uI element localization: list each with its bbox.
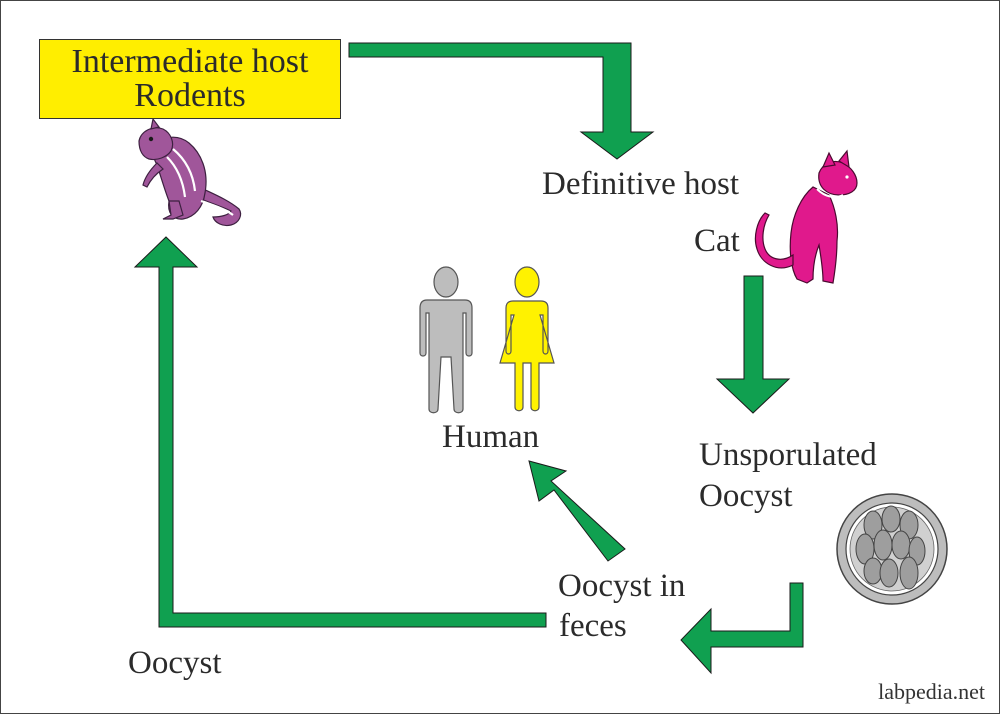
rodent-eye [148,136,154,142]
cat-icon [754,149,858,284]
intermediate-host-subtitle: Rodents [134,77,246,114]
human-label: Human [442,419,540,455]
unsporulated-oocyst-label: Oocyst [699,478,793,514]
cat-eye [845,175,849,179]
intermediate-host-title: Intermediate host [71,43,309,80]
oocyst-in-feces-label: Oocyst in [558,568,686,604]
oocyst-icon [836,493,948,605]
feces-label: feces [559,608,627,644]
intermediate-host-box: Intermediate host Rodents [39,39,341,119]
arrow-rodent-to-cat [348,42,655,160]
woman-icon [499,266,555,412]
arrow-unsporulated-to-feces [680,582,804,675]
arrow-cat-to-unsporulated [715,275,791,414]
rodent-icon [138,117,242,227]
definitive-host-label: Definitive host [542,166,740,202]
cat-collar [816,188,844,198]
cat-label: Cat [694,223,740,259]
oocyst-label: Oocyst [128,645,222,681]
arrow-feces-to-rodent [133,236,547,628]
unsporulated-label: Unsporulated [699,437,877,473]
man-icon [419,266,473,414]
rodent-stripes [166,148,234,216]
arrow-feces-to-human [528,460,626,562]
watermark: labpedia.net [878,679,985,704]
